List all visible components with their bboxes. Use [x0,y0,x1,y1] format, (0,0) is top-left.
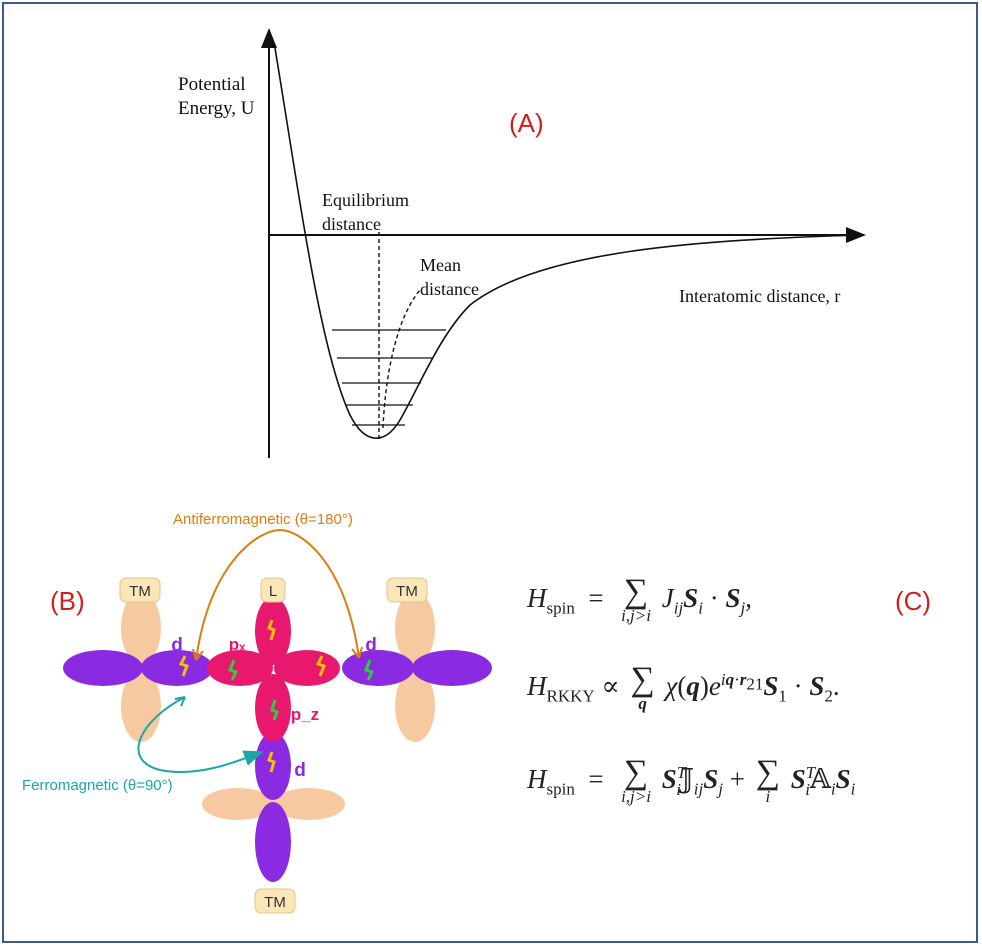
d-label-bottom: d [294,760,306,781]
spin-arrows-green [228,659,375,721]
spin-arrows-yellow [178,619,326,773]
equation-h-spin: Hspin = ∑i,j>i JijSi · Sj, [527,573,752,625]
panel-b: TM L TM TM d d d pₓ p_z Antiferromagneti… [22,511,492,914]
mean-distance-line [382,289,421,429]
d-label-right: d [365,635,377,656]
tm-right-lobes [395,592,435,742]
antiferro-arc [195,528,360,661]
equation-h-spin-anisotropic: Hspin = ∑i,j>i STi𝕁ijSj + ∑i STi𝔸iSi [527,754,856,806]
equilibrium-label-line1: Equilibrium [322,190,409,210]
svg-text:TM: TM [396,583,418,600]
y-axis-label-line2: Energy, U [178,98,255,119]
svg-text:TM: TM [264,894,286,911]
panel-a: Potential Energy, U Equilibrium distance… [178,28,866,458]
d-label-left: d [171,635,183,656]
y-axis-label-line1: Potential [178,74,246,95]
antiferro-label: Antiferromagnetic (θ=180°) [173,511,353,528]
ferro-arc [137,696,264,774]
panel-a-label: (A) [509,108,544,138]
equilibrium-label-line2: distance [322,214,381,234]
badge-tm-bottom: TM [254,888,296,914]
pz-label: p_z [291,705,319,724]
tm-bottom-lobes [202,788,345,820]
mean-label-line2: distance [420,279,479,299]
svg-text:L: L [269,583,277,600]
p-orbitals [207,597,340,742]
x-axis-label: Interatomic distance, r [679,286,840,306]
badge-tm-right: TM [386,577,428,603]
svg-text:TM: TM [129,583,151,600]
ferro-label: Ferromagnetic (θ=90°) [22,777,173,794]
badge-tm-left: TM [119,577,161,603]
potential-curve [274,47,861,439]
equation-h-rkky: HRKKY ∝ ∑q χ(q)eiq·r21S1 · S2. [527,661,840,713]
px-label: pₓ [229,635,246,654]
panel-c-label: (C) [895,586,931,616]
panel-b-label: (B) [50,586,85,616]
mean-label-line1: Mean [420,255,461,275]
badge-l: L [260,577,286,603]
tm-left-lobes [121,592,161,742]
energy-levels [332,329,446,426]
